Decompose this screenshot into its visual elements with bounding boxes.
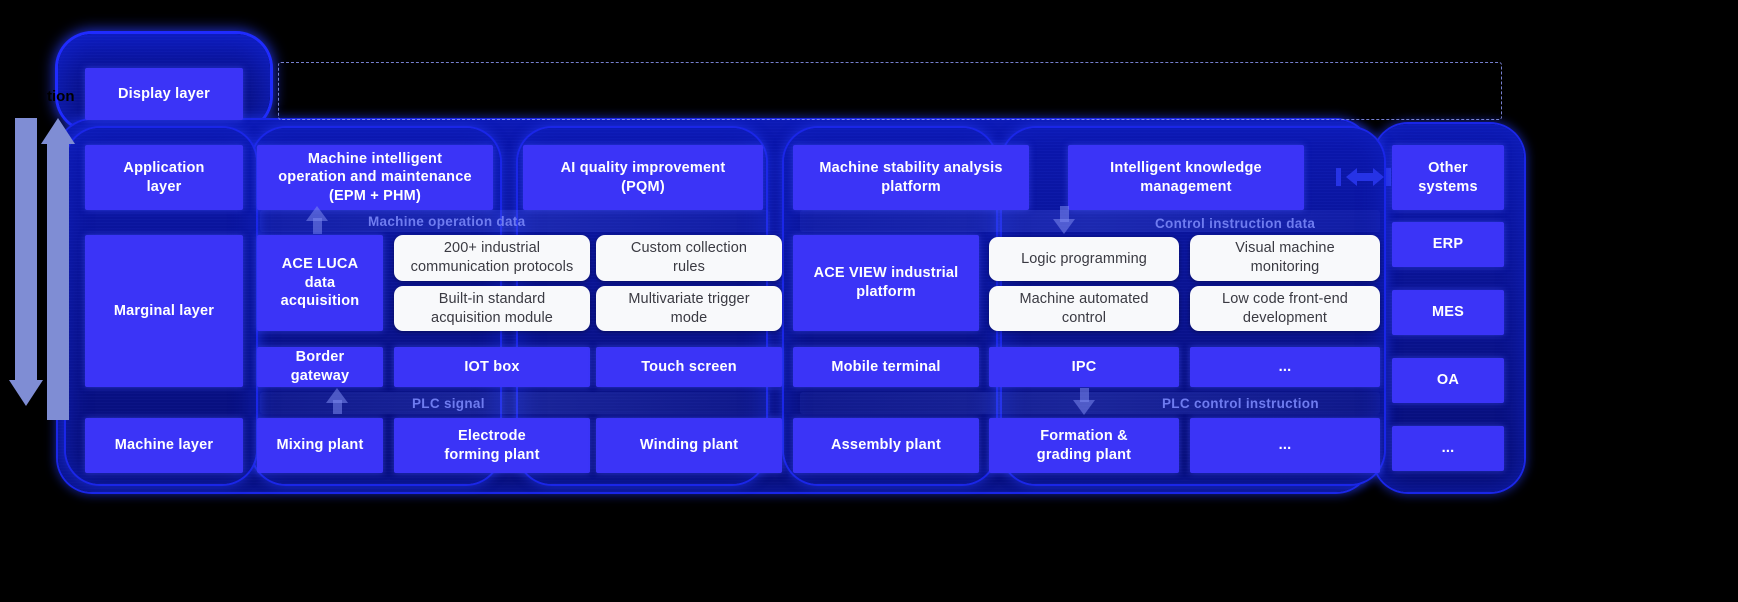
system-other-systems[interactable]: Other systems bbox=[1392, 145, 1504, 210]
plant-more[interactable]: ... bbox=[1190, 418, 1380, 473]
system-erp[interactable]: ERP bbox=[1392, 222, 1504, 267]
plant-electrode-forming[interactable]: Electrode forming plant bbox=[394, 418, 590, 473]
device-mobile-terminal[interactable]: Mobile terminal bbox=[793, 347, 979, 387]
layer-label-machine-text: Machine layer bbox=[114, 437, 214, 454]
device-iot-box-label: IOT box bbox=[464, 358, 520, 375]
app-machine-stability-analysis[interactable]: Machine stability analysis platform bbox=[793, 145, 1029, 210]
platform-ace-view[interactable]: ACE VIEW industrial platform bbox=[793, 235, 979, 331]
plc-signal-arrow-stem bbox=[333, 400, 342, 414]
system-other-systems-label: Other systems bbox=[1418, 159, 1478, 195]
app-ai-quality-improvement-label: AI quality improvement (PQM) bbox=[560, 159, 726, 195]
flow-label-plc-control-instruction: PLC control instruction bbox=[1162, 396, 1319, 411]
plc-control-arrow-head bbox=[1073, 400, 1095, 415]
device-iot-box[interactable]: IOT box bbox=[394, 347, 590, 387]
card-builtin-acquisition-module-label: Built-in standard acquisition module bbox=[431, 290, 553, 326]
upstream-arrow bbox=[36, 112, 78, 420]
layer-label-display-text: Display layer bbox=[117, 85, 211, 102]
system-more[interactable]: ... bbox=[1392, 426, 1504, 471]
cutoff-caption: tion bbox=[47, 88, 75, 105]
flow-band-upper-left bbox=[260, 210, 770, 232]
platform-ace-view-label: ACE VIEW industrial platform bbox=[813, 265, 959, 300]
flow-band-lower-left bbox=[260, 392, 770, 414]
device-ipc-label: IPC bbox=[1071, 358, 1097, 375]
device-more-label: ... bbox=[1278, 358, 1292, 375]
card-custom-collection-rules[interactable]: Custom collection rules bbox=[596, 235, 782, 281]
card-low-code-development-label: Low code front-end development bbox=[1222, 290, 1348, 326]
flow-label-machine-operation-data: Machine operation data bbox=[368, 214, 526, 229]
layer-label-display: Display layer bbox=[85, 68, 243, 120]
app-machine-intelligent-om-label: Machine intelligent operation and mainte… bbox=[278, 150, 472, 204]
plant-winding[interactable]: Winding plant bbox=[596, 418, 782, 473]
plant-mixing[interactable]: Mixing plant bbox=[257, 418, 383, 473]
flow-arrow-down-stem bbox=[1060, 206, 1069, 222]
layer-label-application: Application layer bbox=[85, 145, 243, 210]
system-erp-label: ERP bbox=[1432, 236, 1464, 253]
plant-more-label: ... bbox=[1278, 437, 1292, 454]
device-touch-screen[interactable]: Touch screen bbox=[596, 347, 782, 387]
flow-label-plc-signal: PLC signal bbox=[412, 396, 485, 411]
flow-label-control-instruction-data: Control instruction data bbox=[1155, 216, 1316, 231]
platform-ace-luca[interactable]: ACE LUCA data acquisition bbox=[257, 235, 383, 331]
platform-ace-luca-label: ACE LUCA data acquisition bbox=[280, 256, 360, 310]
display-layer-dashed-region bbox=[278, 62, 1502, 120]
app-ai-quality-improvement[interactable]: AI quality improvement (PQM) bbox=[523, 145, 763, 210]
plant-assembly-label: Assembly plant bbox=[831, 437, 941, 454]
system-oa[interactable]: OA bbox=[1392, 358, 1504, 403]
app-intelligent-knowledge-management[interactable]: Intelligent knowledge management bbox=[1068, 145, 1304, 210]
systems-link-arrow bbox=[1336, 166, 1396, 188]
card-multivariate-trigger-mode-label: Multivariate trigger mode bbox=[628, 290, 750, 326]
system-mes[interactable]: MES bbox=[1392, 290, 1504, 335]
plant-formation-grading[interactable]: Formation & grading plant bbox=[989, 418, 1179, 473]
plant-winding-label: Winding plant bbox=[639, 437, 739, 454]
plant-assembly[interactable]: Assembly plant bbox=[793, 418, 979, 473]
plc-signal-arrow-head bbox=[326, 388, 348, 403]
card-logic-programming-label: Logic programming bbox=[1021, 250, 1147, 267]
downstream-arrow bbox=[8, 118, 44, 418]
flow-arrow-up-head bbox=[306, 206, 328, 221]
app-machine-stability-analysis-label: Machine stability analysis platform bbox=[819, 159, 1003, 195]
card-multivariate-trigger-mode[interactable]: Multivariate trigger mode bbox=[596, 286, 782, 331]
layer-label-marginal-text: Marginal layer bbox=[113, 302, 215, 319]
plc-control-arrow-stem bbox=[1080, 388, 1089, 402]
card-low-code-development[interactable]: Low code front-end development bbox=[1190, 286, 1380, 331]
card-visual-machine-monitoring-label: Visual machine monitoring bbox=[1235, 240, 1335, 275]
layer-label-machine: Machine layer bbox=[85, 418, 243, 473]
plant-formation-grading-label: Formation & grading plant bbox=[1036, 427, 1132, 463]
device-mobile-terminal-label: Mobile terminal bbox=[831, 358, 941, 375]
system-oa-label: OA bbox=[1436, 372, 1460, 389]
card-industrial-protocols[interactable]: 200+ industrial communication protocols bbox=[394, 235, 590, 281]
card-industrial-protocols-label: 200+ industrial communication protocols bbox=[410, 240, 574, 275]
system-mes-label: MES bbox=[1431, 304, 1465, 321]
card-machine-automated-control[interactable]: Machine automated control bbox=[989, 286, 1179, 331]
app-intelligent-knowledge-management-label: Intelligent knowledge management bbox=[1110, 159, 1262, 195]
card-builtin-acquisition-module[interactable]: Built-in standard acquisition module bbox=[394, 286, 590, 331]
plant-mixing-label: Mixing plant bbox=[276, 437, 364, 454]
device-touch-screen-label: Touch screen bbox=[641, 358, 737, 375]
system-more-label: ... bbox=[1441, 440, 1455, 457]
plant-electrode-forming-label: Electrode forming plant bbox=[444, 427, 540, 463]
card-custom-collection-rules-label: Custom collection rules bbox=[630, 240, 748, 275]
card-machine-automated-control-label: Machine automated control bbox=[1019, 290, 1149, 326]
device-border-gateway-label: Border gateway bbox=[290, 349, 350, 384]
layer-label-application-text: Application layer bbox=[123, 159, 205, 195]
app-machine-intelligent-om[interactable]: Machine intelligent operation and mainte… bbox=[257, 145, 493, 210]
device-ipc[interactable]: IPC bbox=[989, 347, 1179, 387]
flow-band-upper-right bbox=[800, 210, 1380, 232]
layer-label-marginal: Marginal layer bbox=[85, 235, 243, 387]
device-border-gateway[interactable]: Border gateway bbox=[257, 347, 383, 387]
card-visual-machine-monitoring[interactable]: Visual machine monitoring bbox=[1190, 235, 1380, 281]
flow-arrow-down-head bbox=[1053, 219, 1075, 234]
flow-arrow-up-stem bbox=[313, 218, 322, 234]
card-logic-programming[interactable]: Logic programming bbox=[989, 237, 1179, 281]
device-more[interactable]: ... bbox=[1190, 347, 1380, 387]
